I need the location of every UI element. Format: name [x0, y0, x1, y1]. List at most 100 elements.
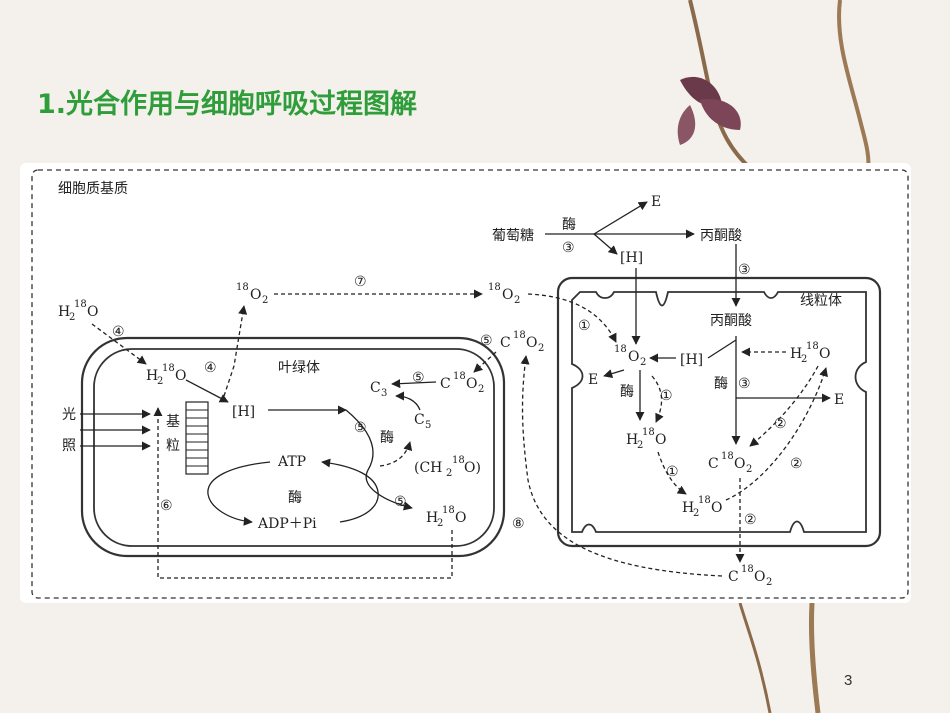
H2O-mito-left-H: H	[626, 432, 638, 448]
CO2-top-sup: 18	[513, 330, 526, 341]
enzyme-label-glycolysis: 酶	[562, 217, 576, 233]
H2O-calvin-sub: 2	[437, 518, 443, 529]
glucose-label: 葡萄糖	[492, 228, 534, 244]
arrow-CO2-into-chloroplast	[473, 351, 497, 373]
arrow-step-6-loop	[153, 407, 453, 579]
CO2-calvin-sup: 18	[453, 371, 466, 382]
H2O-in-sub: 2	[157, 376, 163, 387]
E-label-mito-left: E	[588, 372, 598, 388]
step-5-h2o: ⑤	[394, 494, 407, 510]
H2O-in-O: O	[175, 368, 186, 384]
O2-left-sub: 2	[262, 295, 268, 306]
step-4-b: ④	[204, 360, 217, 376]
cytoplasm-border	[31, 169, 909, 599]
H2O-mito-right-sup: 18	[806, 341, 819, 352]
page-number: 3	[844, 672, 853, 689]
chloroplast-inner	[93, 348, 495, 547]
mitochondrion-inner	[571, 291, 867, 533]
H2O-mito-right-sub: 2	[801, 354, 807, 365]
CO2-bottom-C: C	[728, 569, 739, 585]
pyruvate-label-mito: 丙酮酸	[710, 313, 752, 329]
branch-right	[837, 0, 871, 171]
step-5-co2-in: ⑤	[480, 333, 493, 349]
O2-right-O: O	[502, 287, 513, 303]
arrow-H2O-to-H	[185, 379, 229, 403]
C5-sub: 5	[425, 420, 431, 431]
H2O-mito-left-sub: 2	[637, 440, 643, 451]
arrow-O2-into-mito	[527, 293, 617, 343]
H-label-chloroplast: [H]	[232, 404, 255, 420]
cytoplasm-label: 细胞质基质	[58, 180, 128, 197]
arrow-O2-out	[223, 305, 248, 397]
light-label-2: 照	[62, 438, 76, 454]
H2O-out-O: O	[87, 304, 98, 320]
step-1-o2: ①	[578, 318, 591, 334]
arrow-C5-to-C3	[395, 391, 421, 411]
CO2-top-C: C	[500, 335, 511, 351]
light-label-1: 光	[62, 407, 76, 423]
CO2-mito-O: O	[734, 456, 745, 472]
ATP-label: ATP	[277, 454, 306, 470]
H2O-mito-right-O: O	[819, 346, 830, 362]
arrow-calvin-main	[345, 409, 413, 511]
pyruvate-label-top: 丙酮酸	[700, 228, 742, 244]
O2-left-sup: 18	[236, 282, 249, 293]
step-3-pyruvate: ③	[738, 262, 751, 278]
CO2-top-O: O	[526, 335, 537, 351]
H2O-in-sup: 18	[162, 363, 175, 374]
step-5-c3: ⑤	[412, 370, 425, 386]
H2O-calvin-sup: 18	[442, 505, 455, 516]
arrow-to-E-top	[593, 201, 648, 235]
branch-bottom	[808, 602, 821, 713]
arrow-ATP-cycle-bottom	[321, 458, 379, 523]
line-H-to-mainline	[707, 339, 737, 359]
CO2-mito-sup: 18	[721, 451, 734, 462]
enzyme-label-atp: 酶	[288, 490, 302, 506]
grana-stack	[185, 401, 209, 475]
step-3-glycolysis: ③	[562, 240, 575, 256]
CH2O-sup: 18	[452, 455, 465, 466]
step-5-calvin: ⑤	[354, 420, 367, 436]
CH2O-sub: 2	[446, 468, 452, 479]
C3-sub: 3	[381, 388, 387, 399]
chloroplast-outer	[80, 336, 506, 558]
mitochondrion-outer	[556, 276, 882, 548]
step-2-mito-a: ②	[774, 416, 787, 432]
CO2-calvin-sub: 2	[478, 384, 484, 395]
chloroplast-label: 叶绿体	[278, 360, 320, 376]
arrow-H2O-lower-to-H2O-right	[725, 367, 828, 501]
H2O-mito-left-O: O	[655, 432, 666, 448]
H2O-calvin-O: O	[455, 510, 466, 526]
O2-right-sub: 2	[514, 295, 520, 306]
enzyme-label-calvin: 酶	[380, 430, 394, 446]
arrow-O2-to-H2O-dashed	[651, 375, 664, 423]
E-label-mito-right: E	[834, 392, 844, 408]
H2O-mito-lower-O: O	[711, 500, 722, 516]
H2O-out-sup: 18	[74, 299, 87, 310]
CH2O-open: (CH	[414, 460, 442, 476]
branch-bottom-2	[738, 602, 772, 713]
CO2-mito-C: C	[708, 456, 719, 472]
C5-label: C	[414, 412, 425, 428]
CO2-bottom-sup: 18	[741, 564, 754, 575]
O2-right-sup: 18	[488, 282, 501, 293]
H-label-top: [H]	[620, 250, 643, 266]
step-7: ⑦	[354, 274, 367, 290]
step-1-mito-b: ①	[666, 464, 679, 480]
step-2-mito-c: ②	[744, 512, 757, 528]
arrow-ATP-cycle-top	[207, 461, 271, 526]
arrow-O2-to-E	[603, 369, 625, 379]
CO2-bottom-sub: 2	[766, 577, 772, 588]
arrow-to-CH2O	[379, 441, 413, 467]
step-6: ⑥	[160, 498, 173, 514]
O2-left-O: O	[250, 287, 261, 303]
CO2-calvin-O: O	[466, 376, 477, 392]
arrow-H2O-into-chloroplast	[91, 323, 147, 365]
CO2-mito-sub: 2	[746, 464, 752, 475]
H2O-mito-lower-sub: 2	[693, 508, 699, 519]
CO2-top-sub: 2	[538, 343, 544, 354]
O2-mito-sub: 2	[640, 357, 646, 368]
diagram-svg: 细胞质基质 叶绿体 线粒体 葡萄糖 酶 ③ 丙酮酸 E [H] ③ 丙酮酸 18…	[31, 169, 909, 599]
slide-title: 1.光合作用与细胞呼吸过程图解	[37, 89, 418, 120]
O2-mito: O	[628, 349, 639, 365]
